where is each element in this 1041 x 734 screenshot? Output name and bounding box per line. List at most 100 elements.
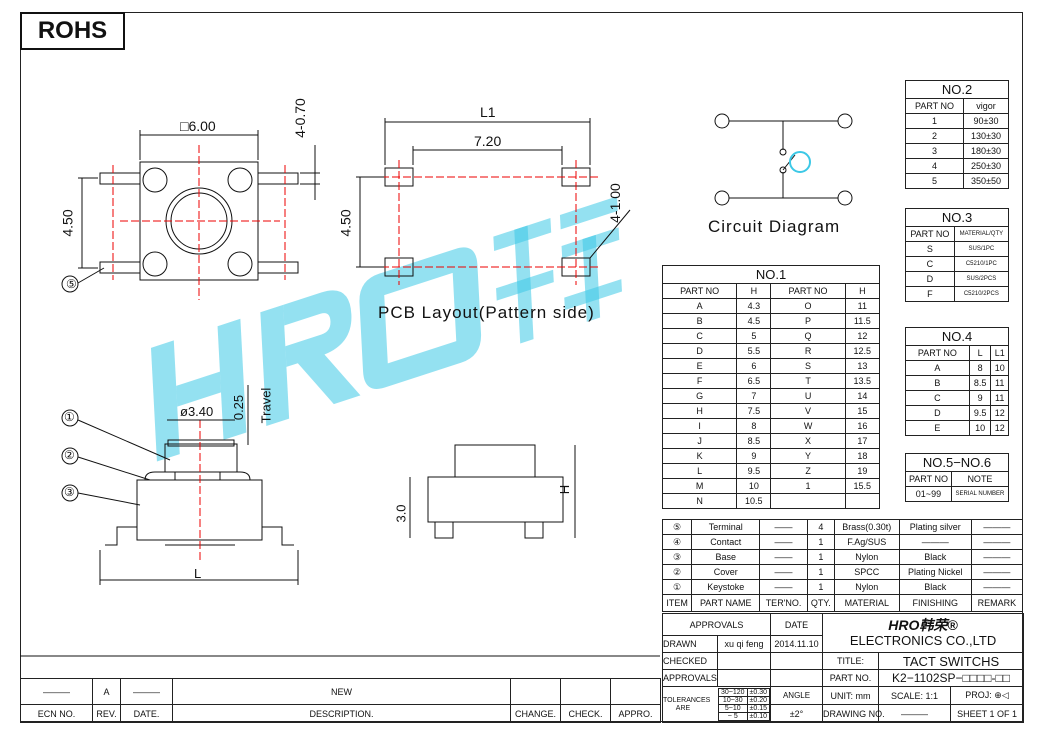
cell: 9.5 [968, 405, 992, 421]
table-row: 10~30±0.20 [717, 696, 770, 705]
item-5-label: ⑤ [66, 277, 77, 291]
col-header: REV. [92, 704, 121, 723]
cell: 8 [968, 360, 992, 376]
approvals-header: APPROVALS [661, 613, 772, 636]
callout-2: ② [64, 448, 75, 462]
cell: Cover [691, 564, 761, 580]
table-row: 30~120±0.30 [717, 688, 770, 697]
cell: 12 [990, 405, 1009, 421]
cell: J [661, 433, 738, 449]
col-header: CHECK. [560, 704, 611, 723]
cell: Plating silver [898, 519, 972, 535]
col-header: DESCRIPTION. [172, 704, 511, 723]
cell: Base [691, 549, 761, 565]
hro-logo: HRO韩荣® [888, 617, 958, 634]
cell: T [770, 373, 846, 389]
cell: C [905, 256, 955, 272]
cell: 14 [844, 388, 881, 404]
col-header: PART NO [905, 226, 955, 242]
cell: 1 [806, 579, 835, 595]
drawing-title: TACT SWITCHS [878, 652, 1025, 670]
rev-cell [610, 678, 661, 705]
cell [844, 493, 881, 509]
cell: V [770, 403, 846, 419]
cell: Y [770, 448, 846, 464]
pcb-caption: PCB Layout(Pattern side) [378, 303, 595, 322]
side-view [61, 385, 299, 585]
cell: SPCC [833, 564, 900, 580]
cell: 180±30 [963, 143, 1009, 159]
cell: 1 [904, 113, 965, 129]
cell: Black [898, 579, 972, 595]
no2-title: NO.2 [905, 80, 1009, 99]
col-header: MATERIAL [833, 594, 900, 612]
cell: 6 [736, 358, 772, 374]
cell: D [905, 405, 970, 421]
cell: 12 [990, 420, 1009, 436]
cell: Nylon [833, 549, 900, 565]
cell: F [661, 373, 738, 389]
col-header: QTY. [806, 594, 835, 612]
revision-block: ———A———NEW ECN NO.REV.DATE.DESCRIPTION.C… [20, 678, 661, 723]
part-no: K2−1102SP−□□□□-□□ [878, 669, 1025, 687]
pcb-layout-view [356, 118, 631, 285]
cell: 8 [736, 418, 772, 434]
cell: 9.5 [736, 463, 772, 479]
cell: Brass(0.30t) [833, 519, 900, 535]
rev-cell: NEW [172, 678, 511, 705]
cell: C5210/2PCS [953, 286, 1010, 302]
drawn-by: xu qi feng [716, 635, 772, 653]
cell: ——— [970, 579, 1024, 595]
proj-label: PROJ: [965, 690, 992, 700]
cell: C [905, 390, 970, 406]
cell: E [905, 420, 970, 436]
cell: 1 [806, 549, 835, 565]
cell: 250±30 [963, 158, 1009, 174]
cell: 19 [844, 463, 881, 479]
table-row: ~ 5±0.10 [717, 712, 770, 721]
cell: H [661, 403, 738, 419]
cell: B [661, 313, 738, 329]
col-header: PART NO [905, 471, 952, 487]
drawn-date: 2014.11.10 [770, 635, 824, 653]
cell: 4.3 [736, 298, 772, 314]
cell: ±0.10 [746, 712, 770, 721]
cell: SUS/2PCS [953, 271, 1010, 287]
cell: Black [898, 549, 972, 565]
col-header: PART NO [661, 283, 738, 299]
cell: 10~30 [717, 696, 748, 705]
pin-dim: 4-0.70 [291, 98, 308, 138]
cell: Keystoke [691, 579, 761, 595]
col-header: PART NO [904, 98, 965, 114]
cell: 1 [770, 478, 846, 494]
cell: 11 [844, 298, 881, 314]
cell: 9 [968, 390, 992, 406]
cell: O [770, 298, 846, 314]
cell: ③ [661, 549, 693, 565]
cell: SUS/1PC [953, 241, 1010, 257]
cell: A [661, 298, 738, 314]
cell: Q [770, 328, 846, 344]
cell: 2 [904, 128, 965, 144]
col-header: L1 [990, 345, 1009, 361]
cell: 10 [968, 420, 992, 436]
front-h-dim: H [557, 484, 573, 495]
cell: 10.5 [736, 493, 772, 509]
col-header: APPRO. [610, 704, 661, 723]
cell: Z [770, 463, 846, 479]
no1-title: NO.1 [662, 265, 880, 284]
cell: Nylon [833, 579, 900, 595]
